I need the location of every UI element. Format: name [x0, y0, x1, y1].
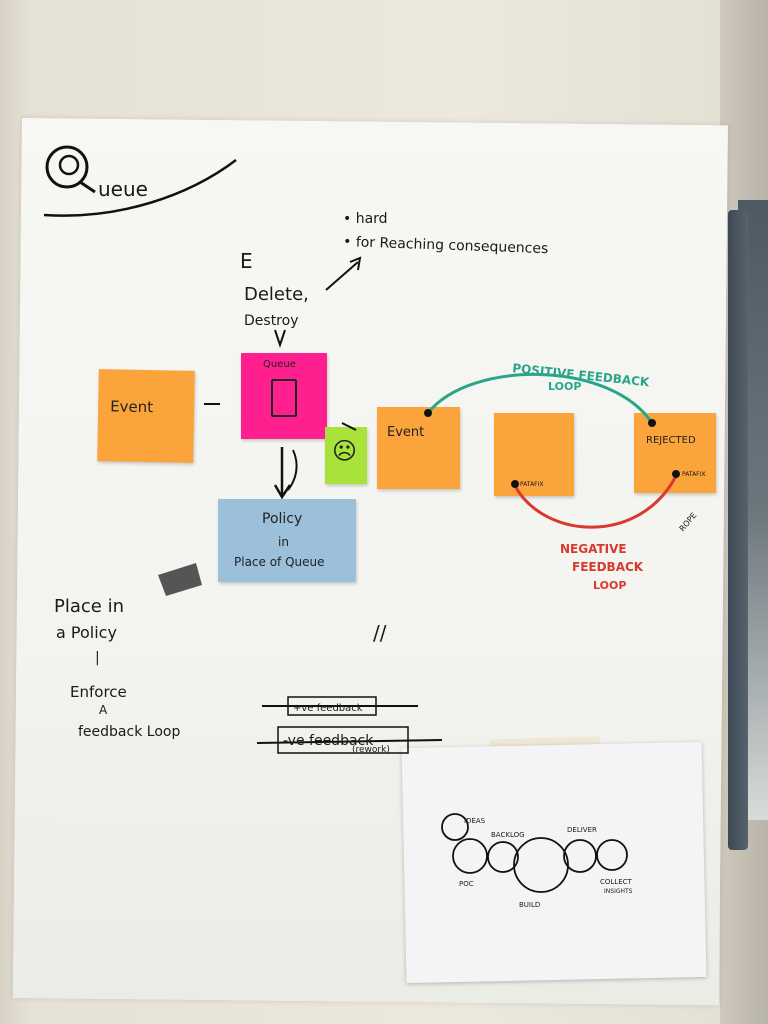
delete-scribble: E: [240, 249, 253, 273]
place-in-text: Place in: [54, 596, 124, 617]
title-text: ueue: [98, 177, 148, 201]
label-deliver: DELIVER: [567, 826, 597, 834]
label-collect: COLLECT: [600, 878, 633, 886]
positive-loop-start: [424, 409, 432, 417]
arrow-to-notes: [326, 262, 358, 290]
equals-mark: //: [373, 621, 387, 645]
positive-loop-label2: LOOP: [548, 380, 581, 393]
title-q-tail: [80, 182, 95, 192]
arrow-down-queue: [275, 330, 285, 345]
label-build: BUILD: [519, 901, 540, 909]
positive-feedback-text: +ve feedback: [293, 703, 363, 714]
negative-feedback-sub: (rework): [352, 745, 390, 755]
delete-text: Delete,: [244, 284, 309, 305]
enforce-text: Enforce: [70, 683, 127, 701]
feedback-loop-text: feedback Loop: [78, 724, 180, 740]
separator-bar: |: [95, 650, 100, 666]
patafix-right-label: PATAFIX: [682, 471, 706, 478]
return-arrow: [288, 450, 297, 490]
big-arrow-icon: [158, 563, 202, 596]
patafix-right-dot: [672, 470, 680, 478]
patafix-left-label: PATAFIX: [520, 481, 544, 488]
dash-queue-event: [342, 423, 356, 430]
a-policy-text: a Policy: [56, 623, 117, 642]
label-ideas: IDEAS: [464, 817, 486, 825]
rope-label: ROPE: [678, 511, 699, 533]
note-hard: • hard: [343, 211, 388, 227]
cycle-build: [514, 838, 568, 892]
patafix-left-dot: [511, 480, 519, 488]
negative-loop-label1: NEGATIVE: [560, 542, 627, 556]
label-poc: POC: [459, 880, 474, 888]
label-insights: INSIGHTS: [604, 888, 633, 895]
a-text: A: [99, 703, 108, 717]
cycle-collect: [597, 840, 627, 870]
note-consequences: • for Reaching consequences: [343, 234, 549, 257]
cycle-poc: [453, 839, 487, 873]
negative-loop-label3: LOOP: [593, 579, 626, 592]
label-backlog: BACKLOG: [491, 831, 525, 839]
positive-loop-end: [648, 419, 656, 427]
negative-loop-label2: FEEDBACK: [572, 560, 644, 574]
title-q-inner: [60, 156, 78, 174]
destroy-text: Destroy: [244, 313, 298, 329]
cycle-deliver: [564, 840, 596, 872]
